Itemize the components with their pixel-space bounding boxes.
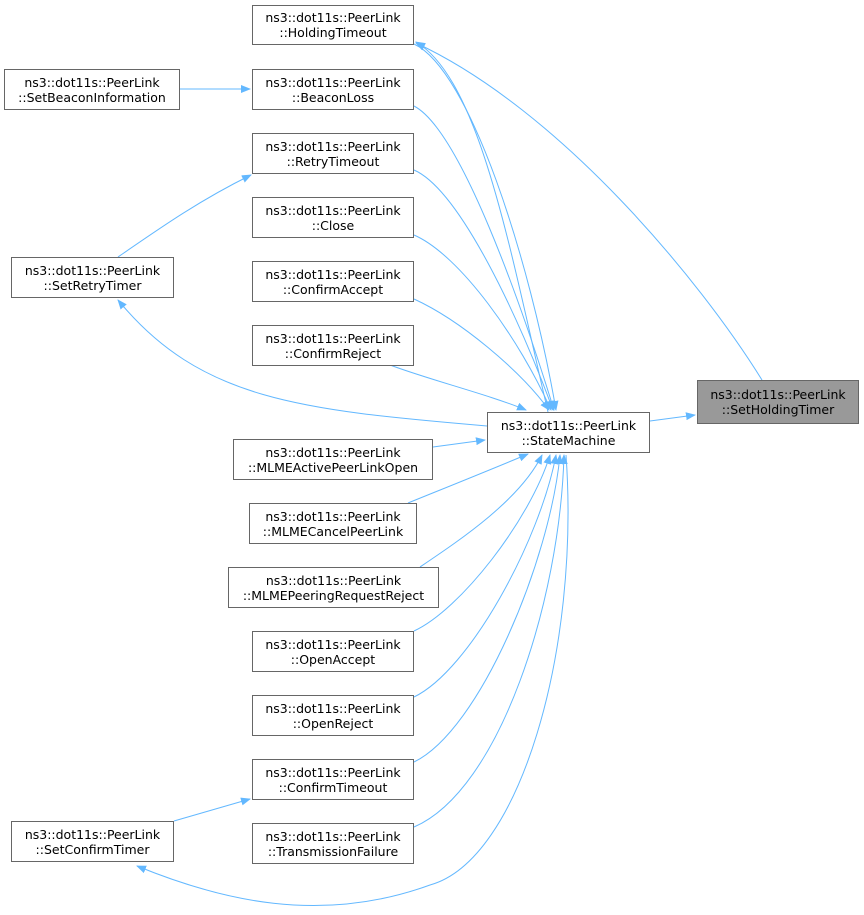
edge-open-accept-to-state-machine: [413, 454, 552, 632]
node-set-holding-timer-line2: ::SetHoldingTimer: [721, 402, 835, 417]
node-set-beacon-information[interactable]: ns3::dot11s::PeerLink::SetBeaconInformat…: [4, 69, 180, 110]
node-set-retry-timer-line2: ::SetRetryTimer: [43, 277, 142, 293]
edge-state-machine-to-holding-timeout: [415, 41, 549, 413]
node-holding-timeout[interactable]: ns3::dot11s::PeerLink::HoldingTimeout: [252, 5, 414, 45]
node-open-reject-line1: ns3::dot11s::PeerLink: [265, 700, 401, 716]
node-close-line2: ::Close: [311, 217, 355, 233]
node-set-confirm-timer-line1: ns3::dot11s::PeerLink: [24, 826, 161, 842]
node-state-machine-line2: ::StateMachine: [521, 432, 616, 448]
node-mlme-peering-request-reject-line2: ::MLMEPeeringRequestReject: [242, 587, 425, 603]
node-holding-timeout-line1: ns3::dot11s::PeerLink: [265, 10, 401, 25]
edge-retry-timeout-to-state-machine: [413, 169, 554, 411]
node-open-accept-line2: ::OpenAccept: [290, 651, 376, 667]
edge-state-machine-to-set-confirm-timer: [136, 454, 569, 906]
node-retry-timeout-line1: ns3::dot11s::PeerLink: [265, 138, 401, 154]
edge-set-retry-timer-to-retry-timeout: [117, 174, 252, 258]
edge-confirm-accept-to-state-machine: [413, 298, 550, 411]
node-close-line1: ns3::dot11s::PeerLink: [265, 202, 401, 218]
node-open-reject[interactable]: ns3::dot11s::PeerLink::OpenReject: [252, 695, 414, 736]
edge-transmission-failure-to-state-machine: [413, 454, 568, 828]
node-retry-timeout[interactable]: ns3::dot11s::PeerLink::RetryTimeout: [252, 133, 414, 174]
node-confirm-accept-line1: ns3::dot11s::PeerLink: [265, 266, 401, 282]
edge-close-to-state-machine: [413, 234, 552, 411]
edge-mlme-active-peer-link-open-to-state-machine: [432, 437, 486, 448]
edge-mlme-cancel-peer-link-to-state-machine: [407, 453, 529, 504]
node-confirm-reject[interactable]: ns3::dot11s::PeerLink::ConfirmReject: [252, 325, 414, 366]
node-transmission-failure-line2: ::TransmissionFailure: [267, 843, 399, 859]
node-set-confirm-timer-line2: ::SetConfirmTimer: [35, 841, 150, 857]
node-mlme-cancel-peer-link-line1: ns3::dot11s::PeerLink: [265, 508, 401, 524]
edge-beacon-loss-to-state-machine: [413, 105, 556, 411]
node-retry-timeout-line2: ::RetryTimeout: [286, 153, 380, 169]
node-beacon-loss-line1: ns3::dot11s::PeerLink: [265, 74, 401, 90]
edge-state-machine-to-set-holding-timer: [649, 412, 696, 422]
node-holding-timeout-line2: ::HoldingTimeout: [279, 25, 387, 40]
node-set-confirm-timer[interactable]: ns3::dot11s::PeerLink::SetConfirmTimer: [11, 821, 174, 862]
node-set-beacon-information-line2: ::SetBeaconInformation: [18, 89, 166, 105]
edge-set-holding-timer-to-holding-timeout: [415, 42, 763, 381]
node-beacon-loss-line2: ::BeaconLoss: [291, 89, 375, 105]
node-open-accept-line1: ns3::dot11s::PeerLink: [265, 636, 401, 652]
node-mlme-active-peer-link-open[interactable]: ns3::dot11s::PeerLink::MLMEActivePeerLin…: [233, 439, 433, 480]
node-set-retry-timer[interactable]: ns3::dot11s::PeerLink::SetRetryTimer: [11, 257, 174, 298]
node-set-holding-timer-line1: ns3::dot11s::PeerLink: [710, 387, 846, 402]
node-open-accept[interactable]: ns3::dot11s::PeerLink::OpenAccept: [252, 631, 414, 672]
edge-confirm-timeout-to-state-machine: [413, 454, 564, 763]
edge-mlme-peering-request-reject-to-state-machine: [419, 454, 543, 568]
edge-state-machine-to-set-retry-timer: [117, 299, 488, 427]
node-confirm-reject-line1: ns3::dot11s::PeerLink: [265, 330, 401, 346]
edge-open-reject-to-state-machine: [413, 454, 559, 698]
node-confirm-timeout[interactable]: ns3::dot11s::PeerLink::ConfirmTimeout: [252, 759, 414, 800]
node-open-reject-line2: ::OpenReject: [292, 715, 374, 731]
edge-set-confirm-timer-to-confirm-timeout: [173, 797, 251, 822]
node-confirm-reject-line2: ::ConfirmReject: [284, 345, 382, 361]
node-mlme-peering-request-reject[interactable]: ns3::dot11s::PeerLink::MLMEPeeringReques…: [228, 567, 439, 608]
node-set-beacon-information-line1: ns3::dot11s::PeerLink: [24, 74, 160, 90]
node-mlme-active-peer-link-open-line2: ::MLMEActivePeerLinkOpen: [247, 459, 419, 475]
node-mlme-cancel-peer-link[interactable]: ns3::dot11s::PeerLink::MLMECancelPeerLin…: [249, 503, 417, 544]
node-mlme-active-peer-link-open-line1: ns3::dot11s::PeerLink: [265, 444, 401, 460]
node-transmission-failure[interactable]: ns3::dot11s::PeerLink::TransmissionFailu…: [252, 823, 414, 864]
node-set-holding-timer: ns3::dot11s::PeerLink::SetHoldingTimer: [697, 380, 859, 424]
node-set-retry-timer-line1: ns3::dot11s::PeerLink: [24, 262, 161, 278]
node-mlme-peering-request-reject-line1: ns3::dot11s::PeerLink: [265, 572, 402, 588]
node-state-machine-line1: ns3::dot11s::PeerLink: [500, 417, 637, 433]
edge-holding-timeout-to-state-machine: [413, 43, 559, 411]
node-confirm-accept-line2: ::ConfirmAccept: [282, 281, 384, 297]
node-confirm-accept[interactable]: ns3::dot11s::PeerLink::ConfirmAccept: [252, 261, 414, 302]
node-confirm-timeout-line2: ::ConfirmTimeout: [278, 779, 388, 795]
node-beacon-loss[interactable]: ns3::dot11s::PeerLink::BeaconLoss: [252, 69, 414, 110]
node-state-machine[interactable]: ns3::dot11s::PeerLink::StateMachine: [487, 412, 650, 453]
node-confirm-timeout-line1: ns3::dot11s::PeerLink: [265, 764, 401, 780]
node-transmission-failure-line1: ns3::dot11s::PeerLink: [265, 828, 401, 844]
node-mlme-cancel-peer-link-line2: ::MLMECancelPeerLink: [262, 523, 404, 539]
edge-confirm-reject-to-state-machine: [389, 364, 527, 411]
node-close[interactable]: ns3::dot11s::PeerLink::Close: [252, 197, 414, 238]
